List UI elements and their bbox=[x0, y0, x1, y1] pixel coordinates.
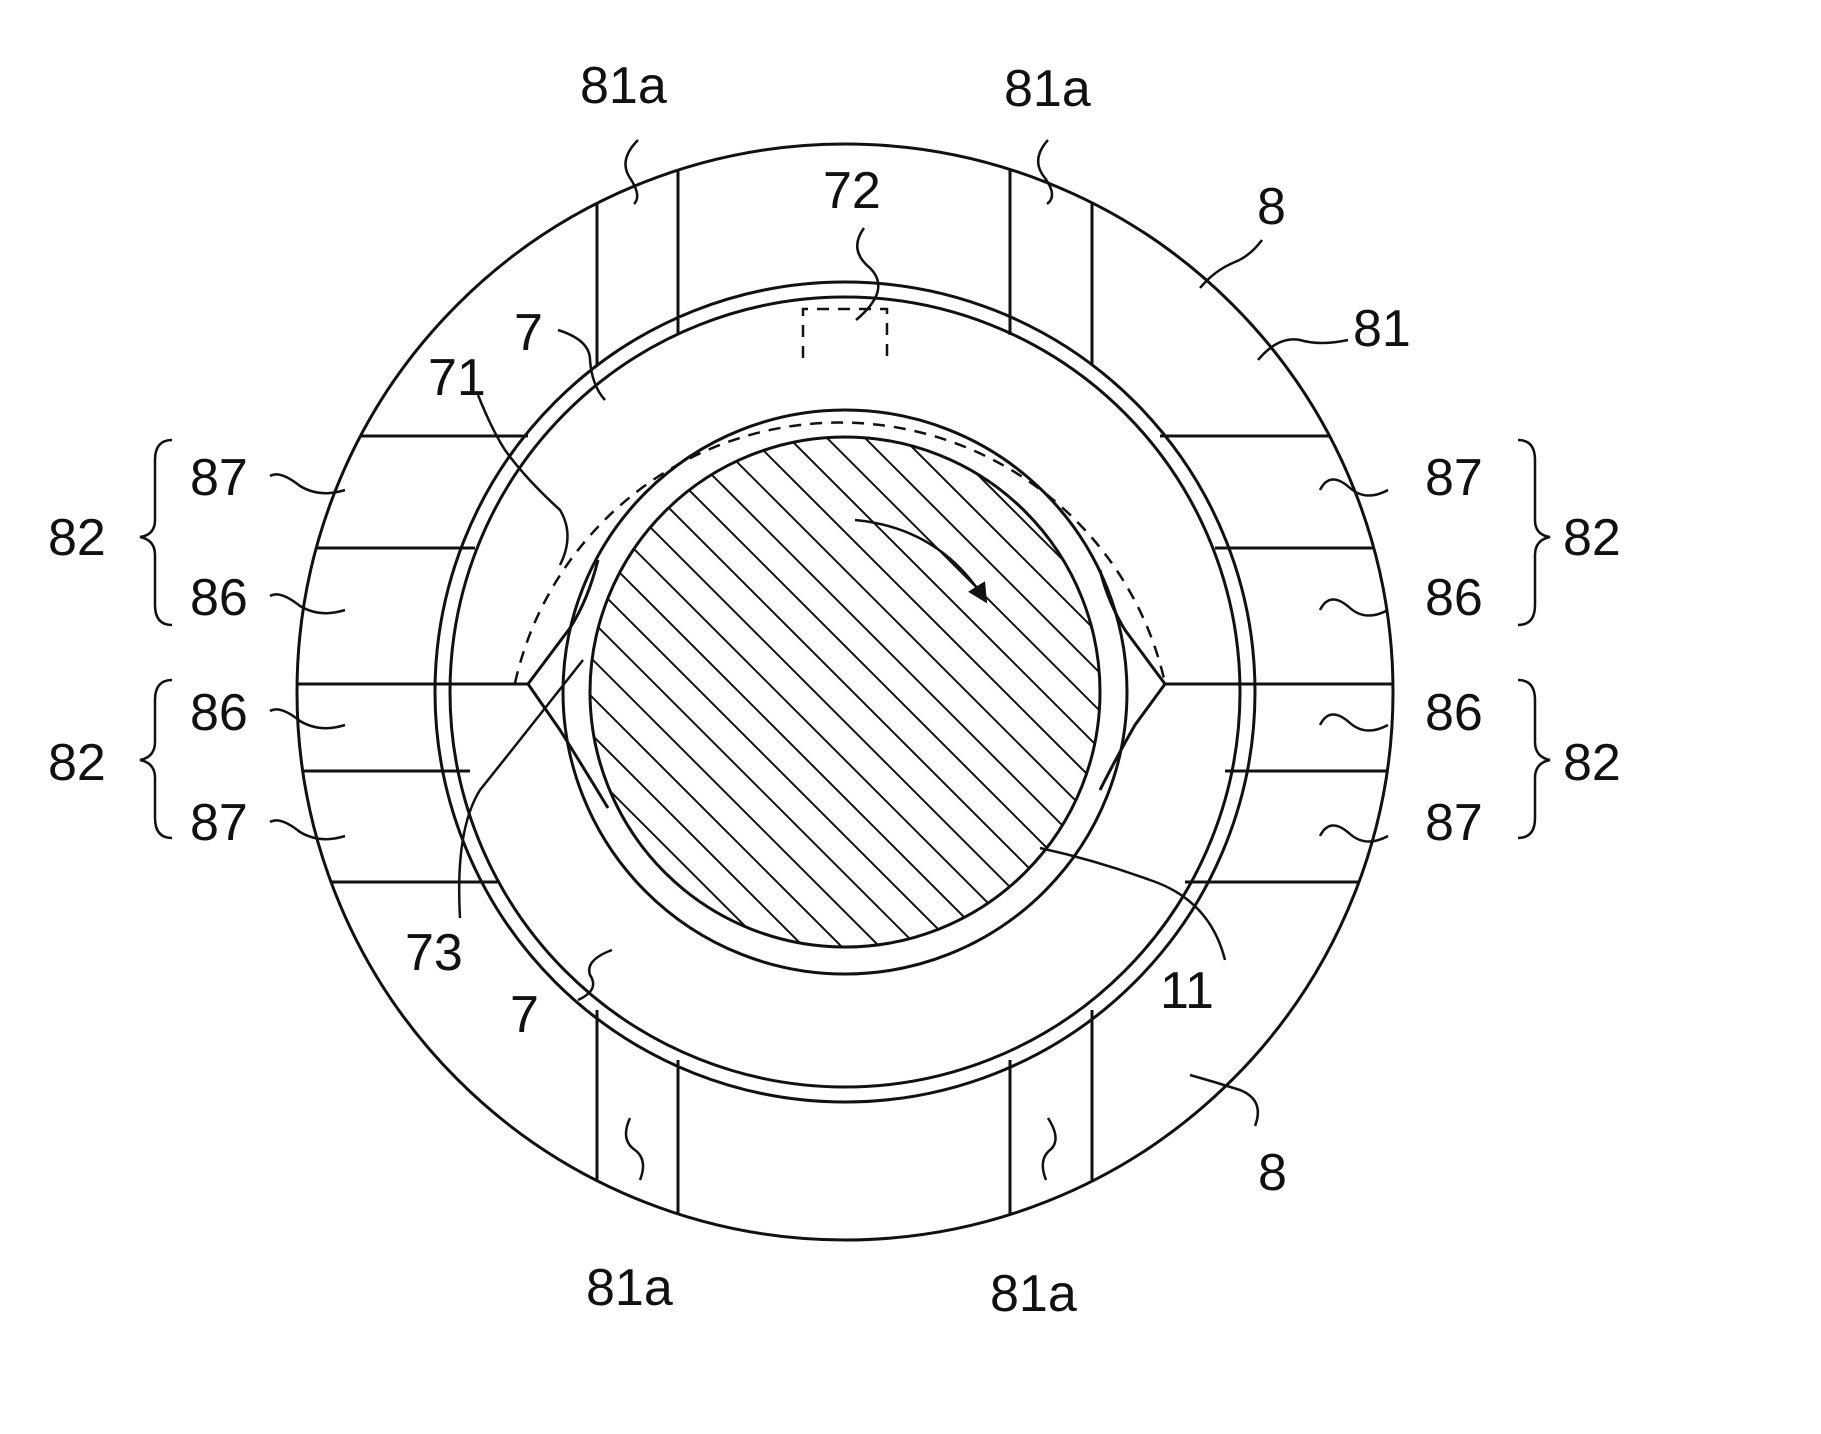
label-8-top: 8 bbox=[1257, 178, 1286, 236]
bearing-ring-2 bbox=[450, 297, 1240, 1087]
hatch-line bbox=[363, 392, 963, 992]
hatch-line bbox=[895, 392, 1495, 992]
label-87-left-top: 87 bbox=[190, 449, 248, 507]
label-81a-top-right: 81a bbox=[1004, 60, 1091, 118]
label-7-bottom: 7 bbox=[510, 986, 539, 1044]
recess-right-lower bbox=[1100, 684, 1165, 790]
hatch-line bbox=[439, 392, 1039, 992]
label-82-right-top: 82 bbox=[1563, 509, 1621, 567]
label-81a-bottom-right: 81a bbox=[990, 1265, 1077, 1323]
label-81a-bottom-left: 81a bbox=[586, 1259, 673, 1317]
horizontal-grooves bbox=[290, 436, 1400, 882]
hatch-line bbox=[819, 392, 1419, 992]
dashed-oil-groove bbox=[515, 423, 1165, 683]
label-7-top: 7 bbox=[514, 304, 543, 362]
hatch-line bbox=[705, 392, 1305, 992]
label-82-right-bottom: 82 bbox=[1563, 734, 1621, 792]
hatch-line bbox=[97, 392, 697, 992]
hatch-line bbox=[173, 392, 773, 992]
hatch-line bbox=[1085, 392, 1685, 992]
hatch-line bbox=[743, 392, 1343, 992]
label-72: 72 bbox=[823, 162, 881, 220]
label-86-right-bottom: 86 bbox=[1425, 684, 1483, 742]
vertical-grooves bbox=[597, 150, 1092, 1240]
hatch-line bbox=[781, 392, 1381, 992]
label-86-left-top: 86 bbox=[190, 569, 248, 627]
label-86-right-top: 86 bbox=[1425, 569, 1483, 627]
label-87-left-bottom: 87 bbox=[190, 794, 248, 852]
label-8-bottom: 8 bbox=[1258, 1144, 1287, 1202]
hatch-line bbox=[0, 392, 545, 992]
hatch-line bbox=[857, 392, 1457, 992]
hatch-line bbox=[553, 392, 1153, 992]
hatch-line bbox=[0, 392, 583, 992]
label-86-left-bottom: 86 bbox=[190, 684, 248, 742]
hatch-line bbox=[1047, 392, 1647, 992]
hatch-line bbox=[515, 392, 1115, 992]
hatch-line bbox=[629, 392, 1229, 992]
hatch-line bbox=[1123, 392, 1723, 992]
label-82-left-bottom: 82 bbox=[48, 734, 106, 792]
label-73: 73 bbox=[405, 924, 463, 982]
hatch-line bbox=[59, 392, 659, 992]
hatch-line bbox=[667, 392, 1267, 992]
label-87-right-top: 87 bbox=[1425, 449, 1483, 507]
hatch-line bbox=[325, 392, 925, 992]
label-81: 81 bbox=[1353, 300, 1411, 358]
braces bbox=[140, 440, 1550, 838]
hatch-line bbox=[287, 392, 887, 992]
label-87-right-bottom: 87 bbox=[1425, 794, 1483, 852]
label-82-left-top: 82 bbox=[48, 509, 106, 567]
label-71: 71 bbox=[428, 349, 486, 407]
shaft-circle bbox=[590, 437, 1100, 947]
label-11: 11 bbox=[1160, 962, 1214, 1020]
groove-72-box bbox=[803, 309, 887, 358]
label-81a-top-left: 81a bbox=[580, 57, 667, 115]
